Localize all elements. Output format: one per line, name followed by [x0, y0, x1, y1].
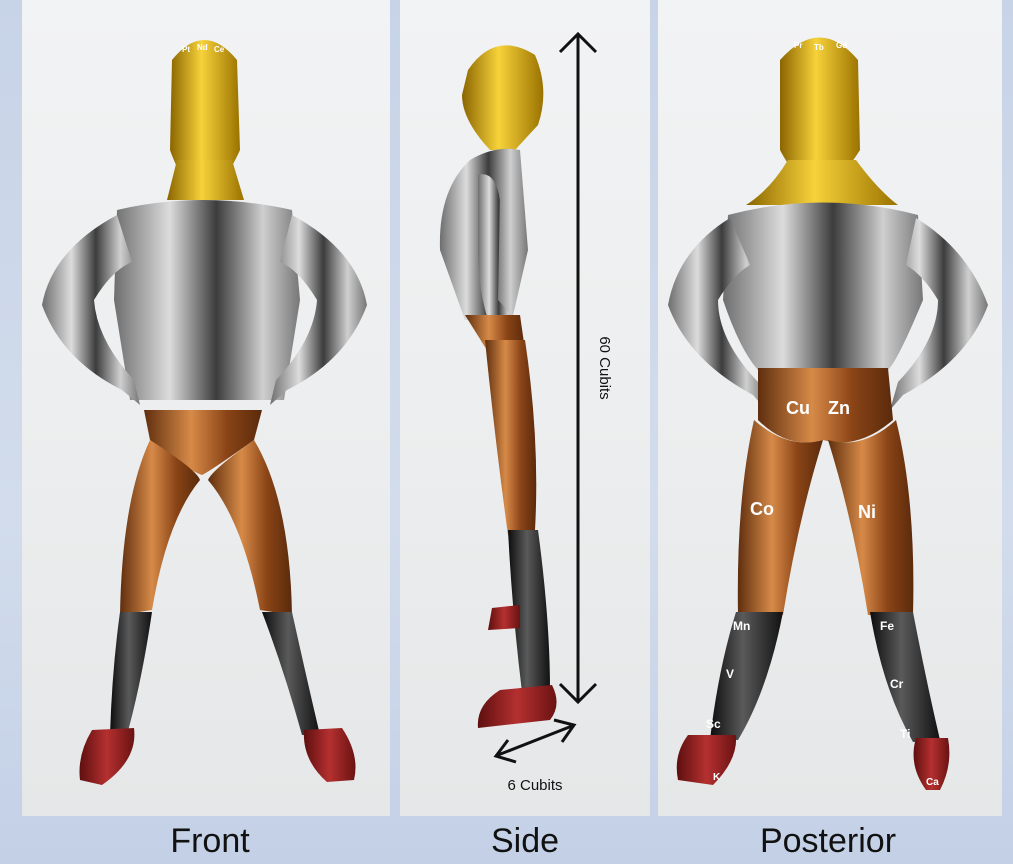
- head: [462, 45, 543, 150]
- hips: [758, 368, 893, 443]
- thigh-label: Ni: [858, 502, 876, 522]
- height-arrow: [560, 34, 596, 702]
- left-foot: [677, 735, 736, 785]
- foot: [478, 685, 557, 728]
- torso: [114, 200, 300, 400]
- hip-label: Cu: [786, 398, 810, 418]
- thigh-label: Co: [750, 499, 774, 519]
- posterior-view-panel: Pr Tb Gd Cu Zn Co Ni Mn Fe V Cr Sc Ti K …: [658, 0, 1002, 816]
- front-figure: Pt Nd Ce: [22, 0, 390, 816]
- head-label: Ce: [214, 45, 225, 54]
- shin-label: Ti: [900, 727, 910, 741]
- foot-label: K: [713, 772, 721, 783]
- width-label: 6 Cubits: [507, 777, 562, 794]
- back: [723, 203, 923, 371]
- shin-label: Fe: [880, 619, 894, 633]
- side-figure: 60 Cubits 6 Cubits: [400, 0, 650, 816]
- hip-label: Zn: [828, 398, 850, 418]
- neck: [167, 160, 244, 200]
- shin-label: V: [726, 667, 734, 681]
- foot-label: Ca: [926, 777, 939, 788]
- neck: [746, 160, 898, 205]
- right-shin: [262, 612, 320, 735]
- shin-label: Cr: [890, 677, 904, 691]
- shin-label: Mn: [733, 619, 750, 633]
- posterior-caption: Posterior: [728, 822, 928, 861]
- head-label: Pt: [182, 45, 190, 54]
- width-arrow: [496, 720, 574, 762]
- head-label: Pr: [794, 41, 802, 50]
- back-foot: [488, 605, 520, 630]
- shin-label: Sc: [706, 717, 721, 731]
- height-label: 60 Cubits: [596, 336, 613, 399]
- left-foot: [80, 728, 135, 785]
- head-label: Tb: [814, 43, 824, 52]
- head-label: Nd: [197, 43, 208, 52]
- posterior-figure: Pr Tb Gd Cu Zn Co Ni Mn Fe V Cr Sc Ti K …: [658, 0, 1002, 816]
- right-foot: [304, 728, 356, 782]
- left-shin: [110, 612, 152, 735]
- side-view-panel: 60 Cubits 6 Cubits: [400, 0, 650, 816]
- thigh: [485, 340, 536, 535]
- head-label: Gd: [836, 41, 847, 50]
- right-thigh: [208, 440, 292, 615]
- side-caption: Side: [470, 822, 580, 861]
- front-caption: Front: [140, 822, 280, 861]
- front-view-panel: Pt Nd Ce: [22, 0, 390, 816]
